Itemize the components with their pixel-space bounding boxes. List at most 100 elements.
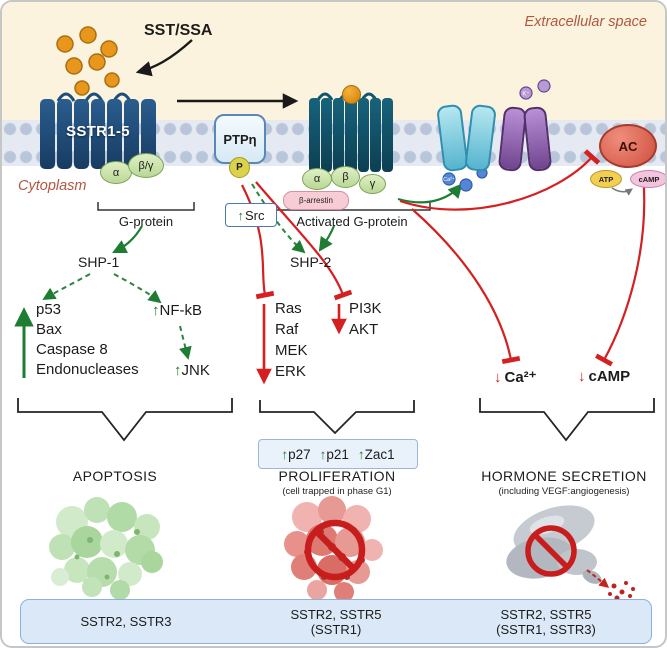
apoptosis-cells-illustration xyxy=(49,497,163,600)
proliferation-prohibition-icon xyxy=(304,519,366,581)
gprotein-to-shp2-arrow xyxy=(318,225,336,252)
blocked-secretion-arrow xyxy=(586,569,610,588)
apoptosis-title: APOPTOSIS xyxy=(72,468,158,484)
calcium-decrease-item: ↓Ca²⁺ xyxy=(494,368,537,386)
channel-lobe xyxy=(436,103,469,173)
shp1-to-nfkb-arrow xyxy=(113,273,162,304)
receptor-list: SSTR2, SSTR5 xyxy=(500,606,592,622)
hormone-secretion-subtitle: (including VEGF:angiogenesis) xyxy=(498,486,630,497)
extracellular-space-label: Extracellular space xyxy=(524,14,648,30)
calcium-channel xyxy=(436,103,496,173)
down-arrow-icon: ↓ xyxy=(578,368,586,385)
shp2-label: SHP-2 xyxy=(290,254,332,270)
atp-molecule: ATP xyxy=(590,170,622,188)
hormone-secretion-brace xyxy=(479,398,655,442)
channel-lobe xyxy=(522,105,553,173)
camp-molecule: cAMP xyxy=(630,170,665,188)
active-g-gamma-subunit: γ xyxy=(359,174,386,194)
gprotein-to-shp1-arrow xyxy=(112,225,143,253)
hormone-secretion-title: HORMONE SECRETION xyxy=(481,468,647,484)
cycle-item: ↑p21 xyxy=(320,447,349,462)
mapk-item: ERK xyxy=(275,363,306,380)
camp-molecule-label: cAMP xyxy=(638,174,660,184)
tm-helix xyxy=(107,99,123,169)
receptor-summary-box: SSTR2, SSTR3 SSTR2, SSTR5 (SSTR1) SSTR2,… xyxy=(20,599,652,644)
tm-helix xyxy=(90,99,106,169)
zac1-label: Zac1 xyxy=(364,446,395,462)
receptor-list-secondary: (SSTR1, SSTR3) xyxy=(496,621,596,637)
proliferation-brace xyxy=(259,400,415,435)
inhibit-calcium-line xyxy=(411,208,521,365)
ac-label: AC xyxy=(618,138,638,154)
tm-helix xyxy=(124,99,140,169)
mapk-cascade-list: Ras Raf MEK ERK xyxy=(275,298,308,382)
tm-helix xyxy=(40,99,55,169)
potassium-channel xyxy=(497,105,553,173)
active-g-beta-subunit: β xyxy=(331,166,360,188)
tm-helix xyxy=(309,98,321,172)
up-arrow-icon: ↑ xyxy=(281,446,289,462)
apoptosis-outcome: APOPTOSIS xyxy=(20,468,210,484)
up-arrow-icon: ↑ xyxy=(319,446,327,462)
gland-illustration xyxy=(506,505,602,584)
g-protein-bracket xyxy=(97,202,195,211)
active-g-beta-label: β xyxy=(342,171,349,183)
proliferation-receptors-cell: SSTR2, SSTR5 (SSTR1) xyxy=(231,600,441,643)
active-g-alpha-label: α xyxy=(313,173,321,185)
sstr-label: SSTR1-5 xyxy=(66,123,130,140)
mapk-item: Raf xyxy=(275,321,299,338)
tm-helix xyxy=(357,98,369,172)
secretion-prohibition-icon xyxy=(525,525,577,577)
calcium-ion-label: Ca²⁺ xyxy=(443,176,455,183)
active-g-gamma-label: γ xyxy=(369,178,376,190)
mapk-item: Ras xyxy=(275,300,302,317)
cycle-item: ↑Zac1 xyxy=(358,447,395,462)
apoptosis-target: Caspase 8 xyxy=(36,341,108,358)
pi3k-item: AKT xyxy=(349,321,379,338)
tm-helix xyxy=(56,99,72,169)
pi3k-cascade-list: PI3K AKT xyxy=(349,298,382,340)
tm-helix xyxy=(321,98,333,172)
tm-helix xyxy=(333,98,345,172)
camp-label: cAMP xyxy=(588,368,631,385)
g-beta-gamma-subunit: β/γ xyxy=(128,153,164,178)
activated-g-protein-label: Activated G-protein xyxy=(296,214,408,229)
apoptosis-brace xyxy=(17,398,233,442)
hormone-receptors-cell: SSTR2, SSTR5 (SSTR1, SSTR3) xyxy=(441,600,651,643)
atp-to-camp-arrow xyxy=(611,187,633,196)
ptp-eta-label: PTPη xyxy=(223,131,257,147)
g-beta-gamma-label: β/γ xyxy=(138,159,154,172)
inhibit-camp-line xyxy=(595,172,646,367)
down-arrow-icon: ↓ xyxy=(494,369,502,386)
g-alpha-label: α xyxy=(112,166,120,179)
atp-label: ATP xyxy=(598,174,614,184)
tm-helix xyxy=(345,98,357,172)
tm-helix xyxy=(381,98,393,172)
g-protein-label: G-protein xyxy=(118,214,174,229)
up-arrow-icon: ↑ xyxy=(174,362,182,379)
ligand-label: SST/SSA xyxy=(144,22,213,39)
ptp-eta-protein: PTPη xyxy=(214,114,266,164)
mapk-item: MEK xyxy=(275,342,308,359)
jnk-label: JNK xyxy=(181,362,210,379)
shp1-label: SHP-1 xyxy=(78,254,120,270)
src-kinase-box: ↑ Src xyxy=(225,203,277,227)
beta-arrestin-label: β-arrestin xyxy=(299,196,333,205)
proliferation-outcome: PROLIFERATION (cell trapped in phase G1) xyxy=(247,468,427,497)
activated-receptor xyxy=(309,98,393,172)
cycle-item: ↑p27 xyxy=(281,447,310,462)
beta-arrestin: β-arrestin xyxy=(283,191,349,210)
apoptosis-target-list: p53 Bax Caspase 8 Endonucleases xyxy=(36,300,139,380)
proliferation-title: PROLIFERATION xyxy=(278,468,396,484)
receptor-list-secondary: (SSTR1) xyxy=(310,621,362,637)
calcium-ions xyxy=(442,167,488,192)
cytoplasm-label: Cytoplasm xyxy=(18,178,87,194)
active-g-alpha-subunit: α xyxy=(302,168,332,190)
nfkb-to-jnk-arrow xyxy=(179,325,192,360)
phosphate-label: P xyxy=(236,162,243,173)
p27-label: p27 xyxy=(288,446,311,462)
apoptosis-target: Bax xyxy=(36,321,62,338)
apoptosis-receptors-cell: SSTR2, SSTR3 xyxy=(21,600,231,643)
up-arrow-icon: ↑ xyxy=(357,446,365,462)
